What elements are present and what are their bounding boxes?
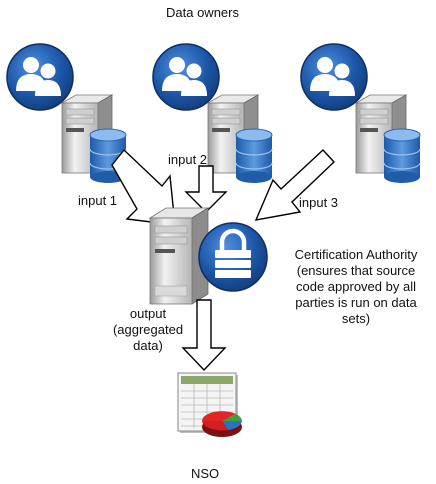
pie-chart-icon [202, 411, 242, 437]
data-owner-1 [6, 43, 127, 184]
input-1-label: input 1 [78, 193, 118, 208]
output-label: output (aggregated data) [108, 306, 188, 354]
arrow-output [181, 299, 227, 372]
nso-label: NSO [191, 466, 220, 481]
lock-icon [198, 222, 268, 292]
arrow-input-1 [111, 148, 176, 226]
input-3-label: input 3 [299, 195, 339, 210]
output-line-2: (aggregated [112, 322, 184, 337]
ca-line-5: sets) [341, 311, 371, 326]
ca-line-4: parties is run on data [295, 295, 417, 310]
ca-line-1: Certification Authority [294, 247, 418, 262]
arrow-input-2 [184, 165, 228, 213]
arrow-input-3 [254, 149, 335, 221]
output-line-3: data) [133, 338, 163, 353]
ca-line-2: (ensures that source [296, 263, 416, 278]
ca-line-3: code approved by all [296, 279, 416, 294]
output-line-1: output [129, 306, 167, 321]
data-owners-title: Data owners [166, 5, 239, 20]
central-server [148, 207, 210, 305]
input-2-label: input 2 [168, 152, 208, 167]
certification-authority-label: Certification Authority (ensures that so… [278, 247, 434, 327]
